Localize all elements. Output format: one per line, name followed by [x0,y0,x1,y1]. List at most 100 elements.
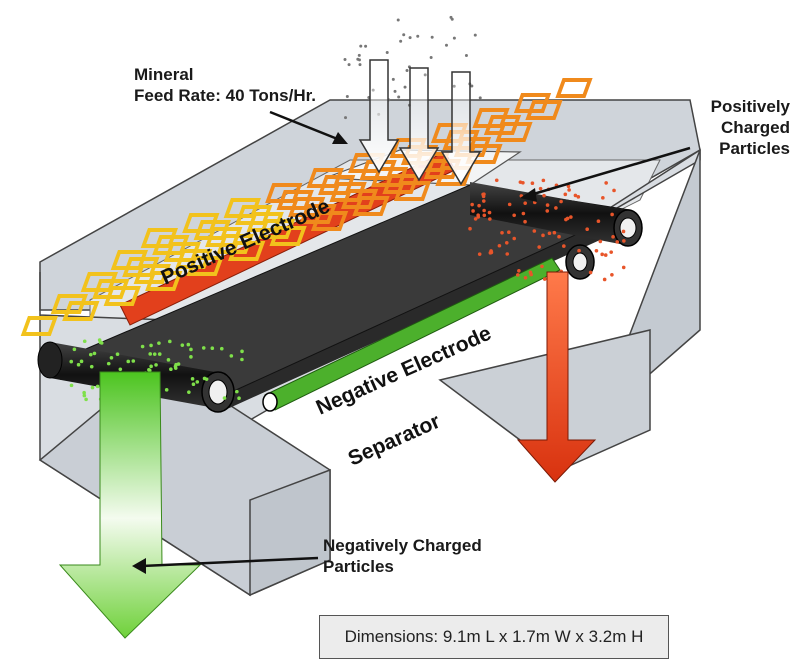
particle-dot [476,213,480,217]
particle-dot [470,202,474,207]
particle-dot [187,390,191,394]
particle-dot [585,227,589,232]
particle-dot [521,180,525,185]
particle-dot [180,343,185,347]
particle-dot [444,43,448,47]
particle-dot [126,359,131,364]
particle-dot [450,17,454,21]
mineral-feed-label: Mineral Feed Rate: 40 Tons/Hr. [134,64,316,106]
dimensions-text: Dimensions: 9.1m L x 1.7m W x 3.2m H [344,627,644,646]
particle-dot [552,230,557,235]
particle-dot [512,236,517,241]
particle-dot [565,216,570,221]
particle-dot [541,233,545,238]
particle-dot [547,231,552,236]
mesh-frame [472,108,510,128]
particle-dot [497,243,502,248]
particle-dot [345,94,349,98]
particle-dot [399,39,403,43]
particle-dot [567,188,571,192]
particle-dot [115,352,120,357]
particle-dot [482,213,487,218]
particle-dot [72,347,77,352]
particle-dot [610,212,614,217]
particle-dot [621,229,626,234]
mesh-frame [555,78,593,98]
particle-dot [229,354,234,358]
particle-dot [393,89,397,93]
particle-dot [621,265,626,270]
particle-dot [149,343,153,348]
particle-dot [530,181,535,185]
particle-dot [602,277,607,282]
negative-particles-arrow [58,371,202,639]
callout-arrows [132,110,691,574]
particle-dot [118,367,123,372]
particle-dot [235,389,239,394]
particle-dot [166,358,171,362]
particle-dot [615,240,620,244]
positively-charged-particles-label: Positively Charged Particles [680,96,790,159]
particle-dot [405,68,409,72]
particle-dot [588,270,593,275]
particle-dot [507,230,511,234]
particle-dot [408,36,412,40]
mesh-frame [306,168,344,188]
particle-dot [537,245,541,249]
negative-label-line-2: Particles [323,557,394,576]
particle-dot [79,359,84,364]
particle-dot [186,342,191,347]
particle-dot [609,250,613,254]
particle-dot [97,338,102,342]
particle-dot [569,215,573,219]
mesh-frame [513,93,552,113]
particle-dot [541,178,546,183]
particle-dot [500,230,504,235]
particle-dot [603,253,608,257]
particle-dot [473,217,478,221]
particle-dot [154,363,158,367]
particle-dot [84,397,88,402]
feed-arrows [358,59,482,186]
particle-dot [468,226,472,231]
particle-dot [566,184,571,189]
particle-dot [604,181,608,185]
particle-dot [343,58,347,62]
particle-dot [202,376,207,381]
mesh-frame [140,228,179,248]
particle-dot [106,361,111,366]
particle-dot [516,273,520,277]
particle-dot [594,248,599,253]
particle-dot [237,396,241,400]
particle-dot [557,234,561,239]
particle-dot [473,33,477,37]
particle-dot [505,252,510,256]
particle-dot [344,116,348,120]
particle-dot [487,210,492,215]
particle-dot [92,351,97,356]
particle-dot [481,199,486,203]
particle-dot [357,53,361,57]
particle-dot [189,347,193,352]
particle-dot [576,195,581,199]
dimensions-box: Dimensions: 9.1m L x 1.7m W x 3.2m H [319,615,669,659]
particle-dot [90,385,95,390]
particle-dot [482,208,486,213]
particle-dot [82,339,87,344]
separator-label: Separator [345,410,444,471]
particle-dot [481,192,485,197]
particle-dot [222,396,227,400]
particle-dot [347,63,351,67]
particle-dot [562,244,566,248]
particle-dot [517,268,521,273]
particle-dot [478,96,482,100]
particle-dot [152,352,157,356]
particle-dot [610,272,614,277]
particle-dot [397,95,401,99]
particle-dot [452,36,456,40]
particle-dot [523,219,527,224]
particle-dot [190,377,195,381]
particle-dot [149,364,153,369]
particle-dot [507,202,512,207]
